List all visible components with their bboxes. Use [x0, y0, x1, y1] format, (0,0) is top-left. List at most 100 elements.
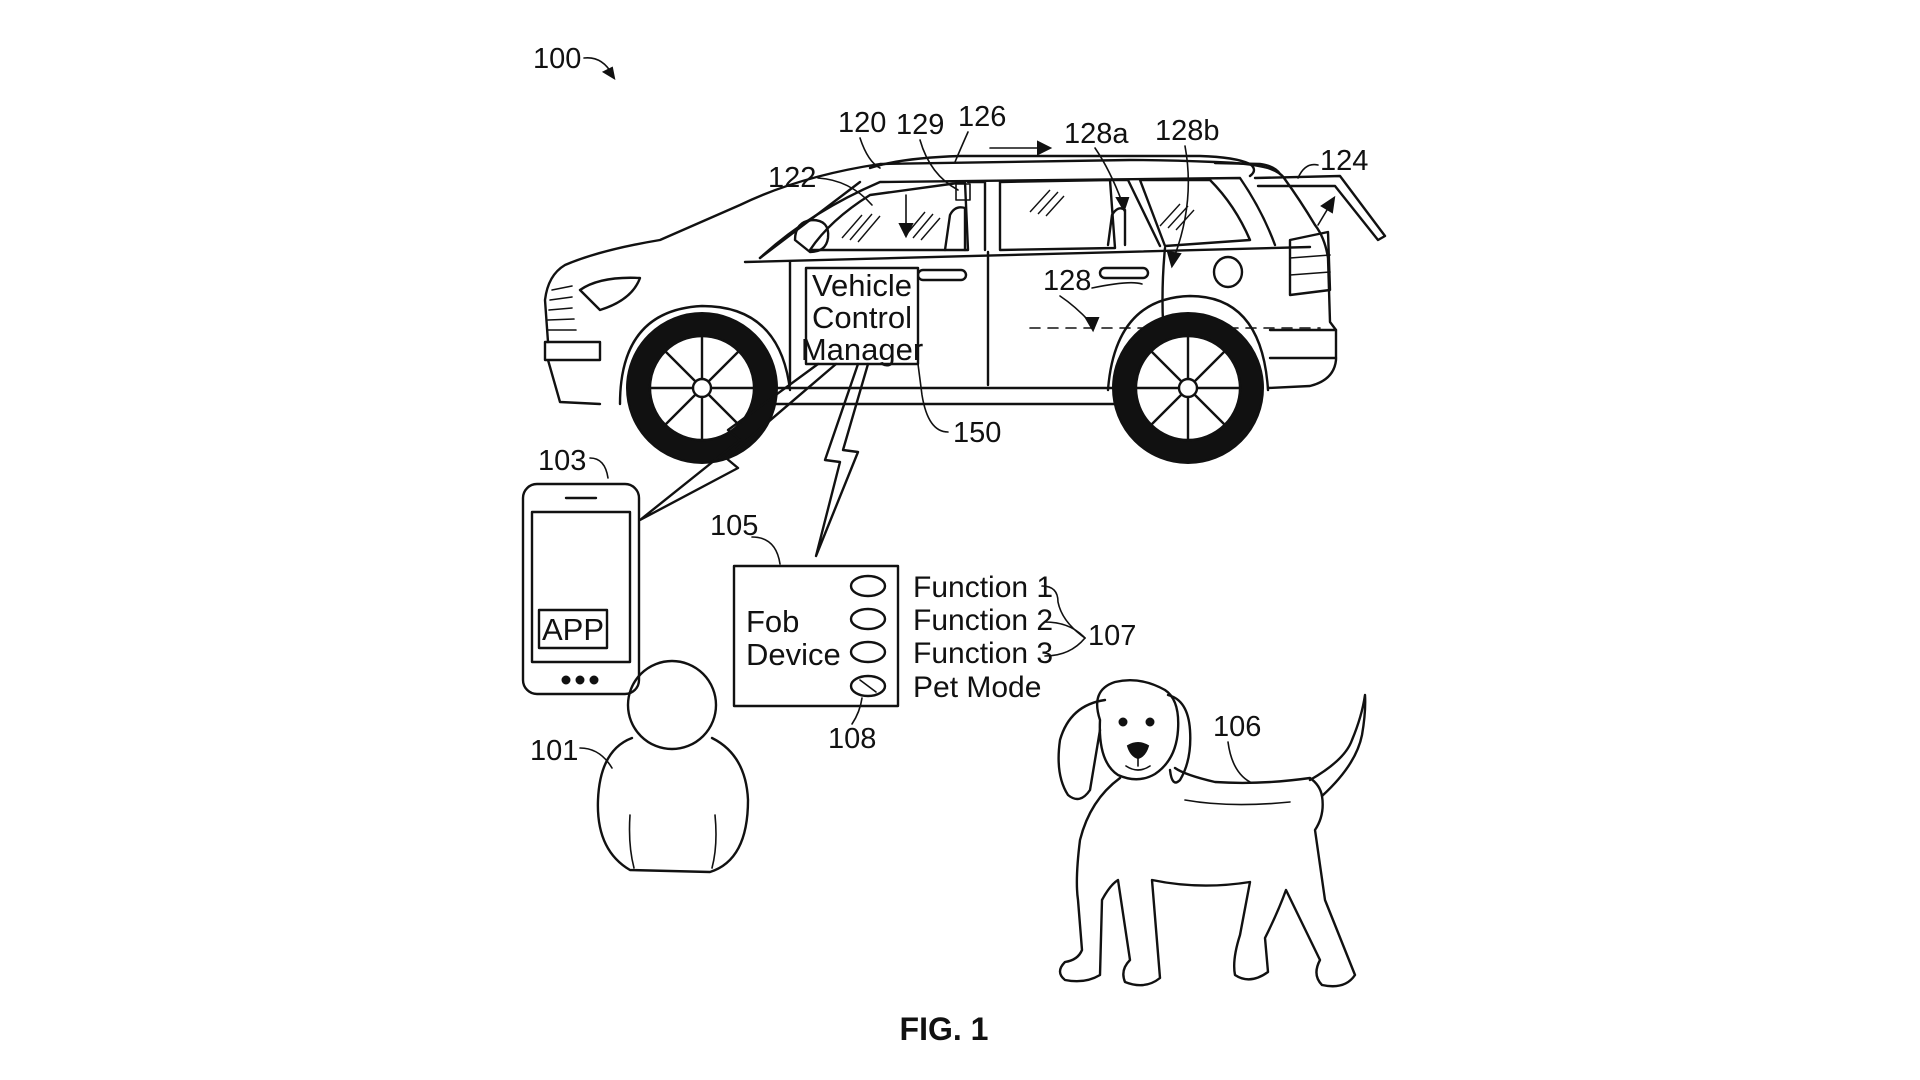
rear-seat	[1106, 207, 1127, 247]
front-door-handle	[916, 268, 968, 282]
rear-spoiler	[1213, 161, 1282, 176]
fob-button-pet-mode	[849, 674, 887, 698]
window-down-arrow-head	[898, 223, 914, 239]
front-seat	[943, 206, 967, 252]
phone-screen	[530, 510, 632, 664]
front-bumper	[543, 340, 602, 406]
front-wheel-arch	[618, 304, 792, 406]
vehicle-control-manager: Vehicle Control Manager	[801, 266, 923, 367]
brace-function-3	[1044, 637, 1086, 657]
leader-126	[954, 131, 969, 163]
label-101: 101	[530, 735, 578, 767]
leader-120	[859, 137, 881, 169]
rear-wheel-arch	[1106, 294, 1270, 392]
arrowhead-128a	[1115, 197, 1130, 213]
rear-bumper	[1268, 328, 1338, 360]
dog-left-ear	[1057, 698, 1107, 801]
app-label: APP	[542, 612, 604, 647]
sunroof	[955, 183, 971, 201]
label-106: 106	[1213, 711, 1261, 743]
label-108: 108	[828, 723, 876, 755]
manager-box	[804, 266, 920, 366]
front-window	[808, 180, 970, 252]
vehicle	[543, 140, 1387, 464]
leader-122	[817, 177, 873, 206]
leader-128b	[1174, 145, 1190, 256]
window-frame	[758, 176, 1277, 260]
liftgate-arrow-head	[1320, 195, 1336, 214]
dog	[1057, 679, 1367, 988]
fob-button-3	[849, 640, 887, 664]
front-door	[788, 250, 990, 387]
leader-128a	[1094, 147, 1123, 203]
tail-light-line	[1289, 254, 1331, 259]
label-105: 105	[710, 510, 758, 542]
app-box	[537, 608, 609, 650]
user-head	[626, 659, 718, 751]
dog-tail	[1308, 693, 1367, 798]
label-103: 103	[538, 445, 586, 477]
dog-head	[1095, 679, 1180, 781]
rear-door-handle	[1098, 266, 1150, 280]
leader-101	[579, 747, 613, 769]
roof-rail	[868, 154, 1256, 178]
liftgate	[1253, 174, 1387, 242]
user-figure	[596, 659, 750, 874]
leader-105	[751, 536, 781, 565]
leader-150	[917, 363, 949, 433]
manager-line-1: Vehicle	[812, 268, 912, 303]
phone-dot-3	[589, 675, 599, 685]
label-128: 128	[1043, 265, 1091, 297]
fob-button-2	[849, 607, 887, 631]
label-100: 100	[533, 43, 581, 75]
figure-caption: FIG. 1	[900, 1011, 989, 1047]
front-wheel	[626, 312, 778, 464]
rocker	[733, 386, 1122, 406]
tail-light	[1288, 230, 1332, 297]
dog-body-line	[1184, 799, 1291, 806]
dog-nose	[1126, 742, 1150, 760]
side-mirror	[793, 218, 830, 254]
arrowhead-100	[601, 66, 616, 81]
arrowhead-128	[1084, 317, 1100, 333]
leader-129	[919, 139, 959, 191]
quarter-window	[1138, 178, 1252, 248]
fob-button-1	[849, 574, 887, 598]
dog-body	[1058, 766, 1357, 988]
dog-left-eye	[1118, 717, 1128, 727]
fob-line-2: Device	[746, 637, 841, 672]
rear-wheel	[1112, 312, 1264, 464]
smartphone: APP	[521, 482, 641, 696]
manager-line-3: Manager	[801, 332, 923, 367]
label-122: 122	[768, 162, 816, 194]
b-pillar	[966, 180, 987, 252]
leader-108	[851, 697, 863, 725]
wireless-link-fob	[814, 362, 870, 558]
label-124: 124	[1320, 145, 1368, 177]
function-3-label: Function 3	[913, 637, 1053, 670]
function-1-label: Function 1	[913, 571, 1053, 604]
rear-window	[998, 178, 1117, 252]
leader-124	[1297, 163, 1319, 179]
roof-arrow-head	[1037, 140, 1053, 156]
label-150: 150	[953, 417, 1001, 449]
beltline	[743, 245, 1312, 264]
phone-body	[521, 482, 641, 696]
headlight	[578, 276, 642, 312]
label-128a: 128a	[1064, 118, 1129, 150]
tail-light-line-2	[1289, 271, 1331, 276]
manager-line-2: Control	[812, 300, 912, 335]
user-body	[596, 736, 750, 874]
dog-right-eye	[1145, 717, 1155, 727]
dog-right-ear	[1166, 693, 1192, 784]
pet-mode-button-mark	[859, 679, 877, 693]
fob-box	[732, 564, 900, 708]
arrowhead-128b	[1166, 250, 1182, 269]
label-128b: 128b	[1155, 115, 1220, 147]
label-126: 126	[958, 101, 1006, 133]
brace-function-2	[1044, 621, 1086, 639]
fob-line-1: Fob	[746, 604, 799, 639]
dog-mouth	[1125, 757, 1151, 771]
pet-mode-label: Pet Mode	[913, 671, 1041, 704]
leader-106	[1227, 741, 1251, 783]
